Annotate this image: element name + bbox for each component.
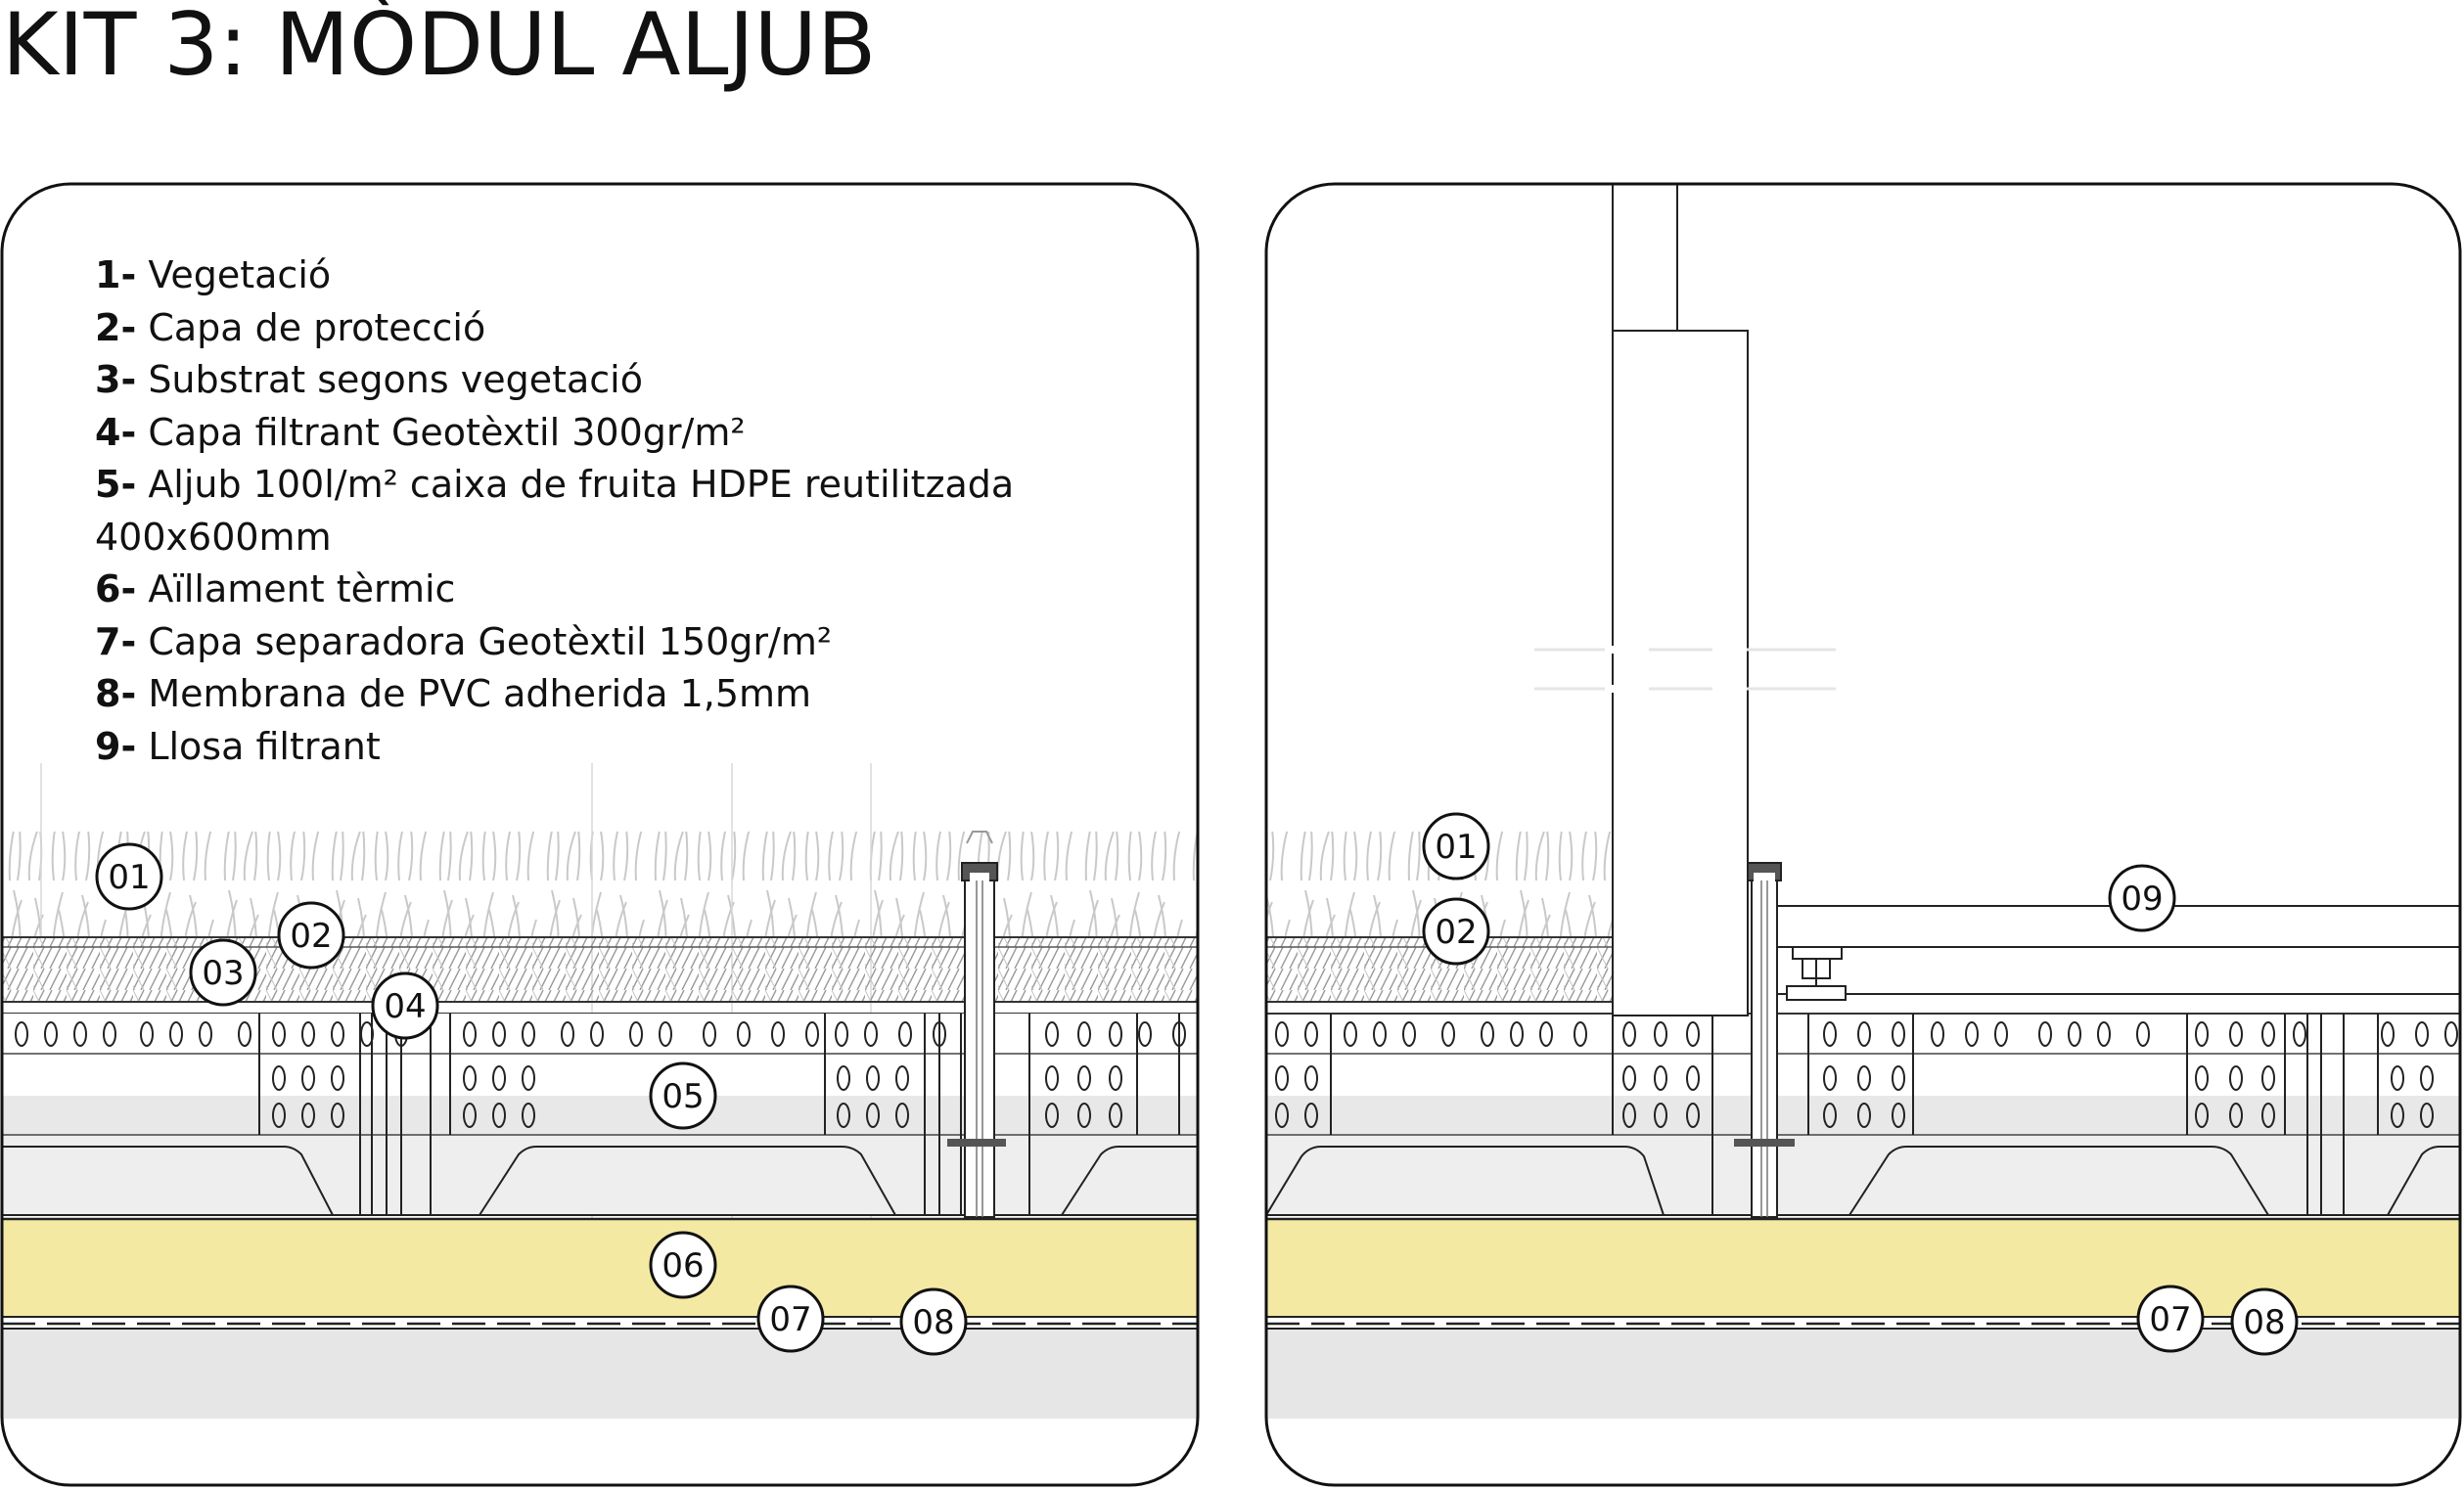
callout-right-09: 09	[2108, 864, 2176, 932]
svg-text:02: 02	[290, 917, 332, 956]
svg-text:09: 09	[2121, 880, 2163, 919]
svg-text:03: 03	[202, 954, 244, 993]
wall-column	[1612, 184, 1749, 1016]
callout-right-02: 02	[1422, 897, 1490, 966]
callout-left-02: 02	[277, 901, 345, 970]
legend-item-5: 5- Aljub 100l/m² caixa de fruita HDPE re…	[95, 463, 1015, 506]
callouts-left: 01 02 03 04 05 06 07 08	[95, 842, 968, 1356]
legend-item-4: 4- Capa filtrant Geotèxtil 300gr/m²	[95, 410, 746, 454]
legend-item-5-cont: 400x600mm	[95, 515, 332, 559]
svg-text:01: 01	[108, 858, 150, 897]
legend-item-9: 9- Llosa filtrant	[95, 724, 381, 768]
svg-text:01: 01	[1435, 828, 1477, 867]
svg-text:08: 08	[2243, 1303, 2285, 1342]
layer-legend: 1- Vegetació 2- Capa de protecció 3- Sub…	[95, 249, 1014, 773]
callout-right-07: 07	[2136, 1285, 2205, 1353]
callout-left-05: 05	[649, 1061, 717, 1130]
drain-pipe	[947, 831, 1006, 1218]
right-section-panel	[1266, 184, 2460, 1419]
legend-item-7: 7- Capa separadora Geotèxtil 150gr/m²	[95, 619, 833, 663]
insulation-layer	[2, 1219, 1198, 1317]
vegetation-layer	[2, 832, 1198, 937]
callout-right-08: 08	[2230, 1287, 2299, 1356]
left-panel-frame	[0, 182, 1200, 1487]
callout-left-03: 03	[189, 938, 257, 1007]
callout-left-08: 08	[899, 1287, 968, 1356]
legend-item-6: 6- Aïllament tèrmic	[95, 567, 456, 610]
callout-left-01: 01	[95, 842, 163, 911]
svg-text:07: 07	[769, 1300, 811, 1339]
legend-item-3: 3- Substrat segons vegetació	[95, 358, 643, 401]
callout-left-06: 06	[649, 1231, 717, 1299]
svg-text:02: 02	[1435, 913, 1477, 952]
svg-text:07: 07	[2149, 1300, 2191, 1339]
svg-text:05: 05	[662, 1077, 704, 1116]
callout-right-01: 01	[1422, 812, 1490, 880]
legend-item-8: 8- Membrana de PVC adherida 1,5mm	[95, 672, 812, 715]
callouts-right: 01 02 09 07 08	[1422, 812, 2299, 1356]
left-section-panel	[2, 763, 1198, 1419]
legend-item-2: 2- Capa de protecció	[95, 305, 486, 349]
legend-item-1: 1- Vegetació	[95, 253, 332, 296]
page-title: KIT 3: MÒDUL ALJUB	[2, 0, 877, 95]
callout-left-04: 04	[371, 971, 439, 1040]
svg-text:06: 06	[662, 1246, 704, 1286]
callout-left-07: 07	[756, 1285, 825, 1353]
drain-pipe-right	[1734, 862, 1795, 1218]
svg-text:04: 04	[384, 987, 426, 1026]
svg-text:08: 08	[912, 1303, 954, 1342]
slab-layer	[2, 1329, 1198, 1419]
right-panel-frame	[1264, 182, 2462, 1487]
